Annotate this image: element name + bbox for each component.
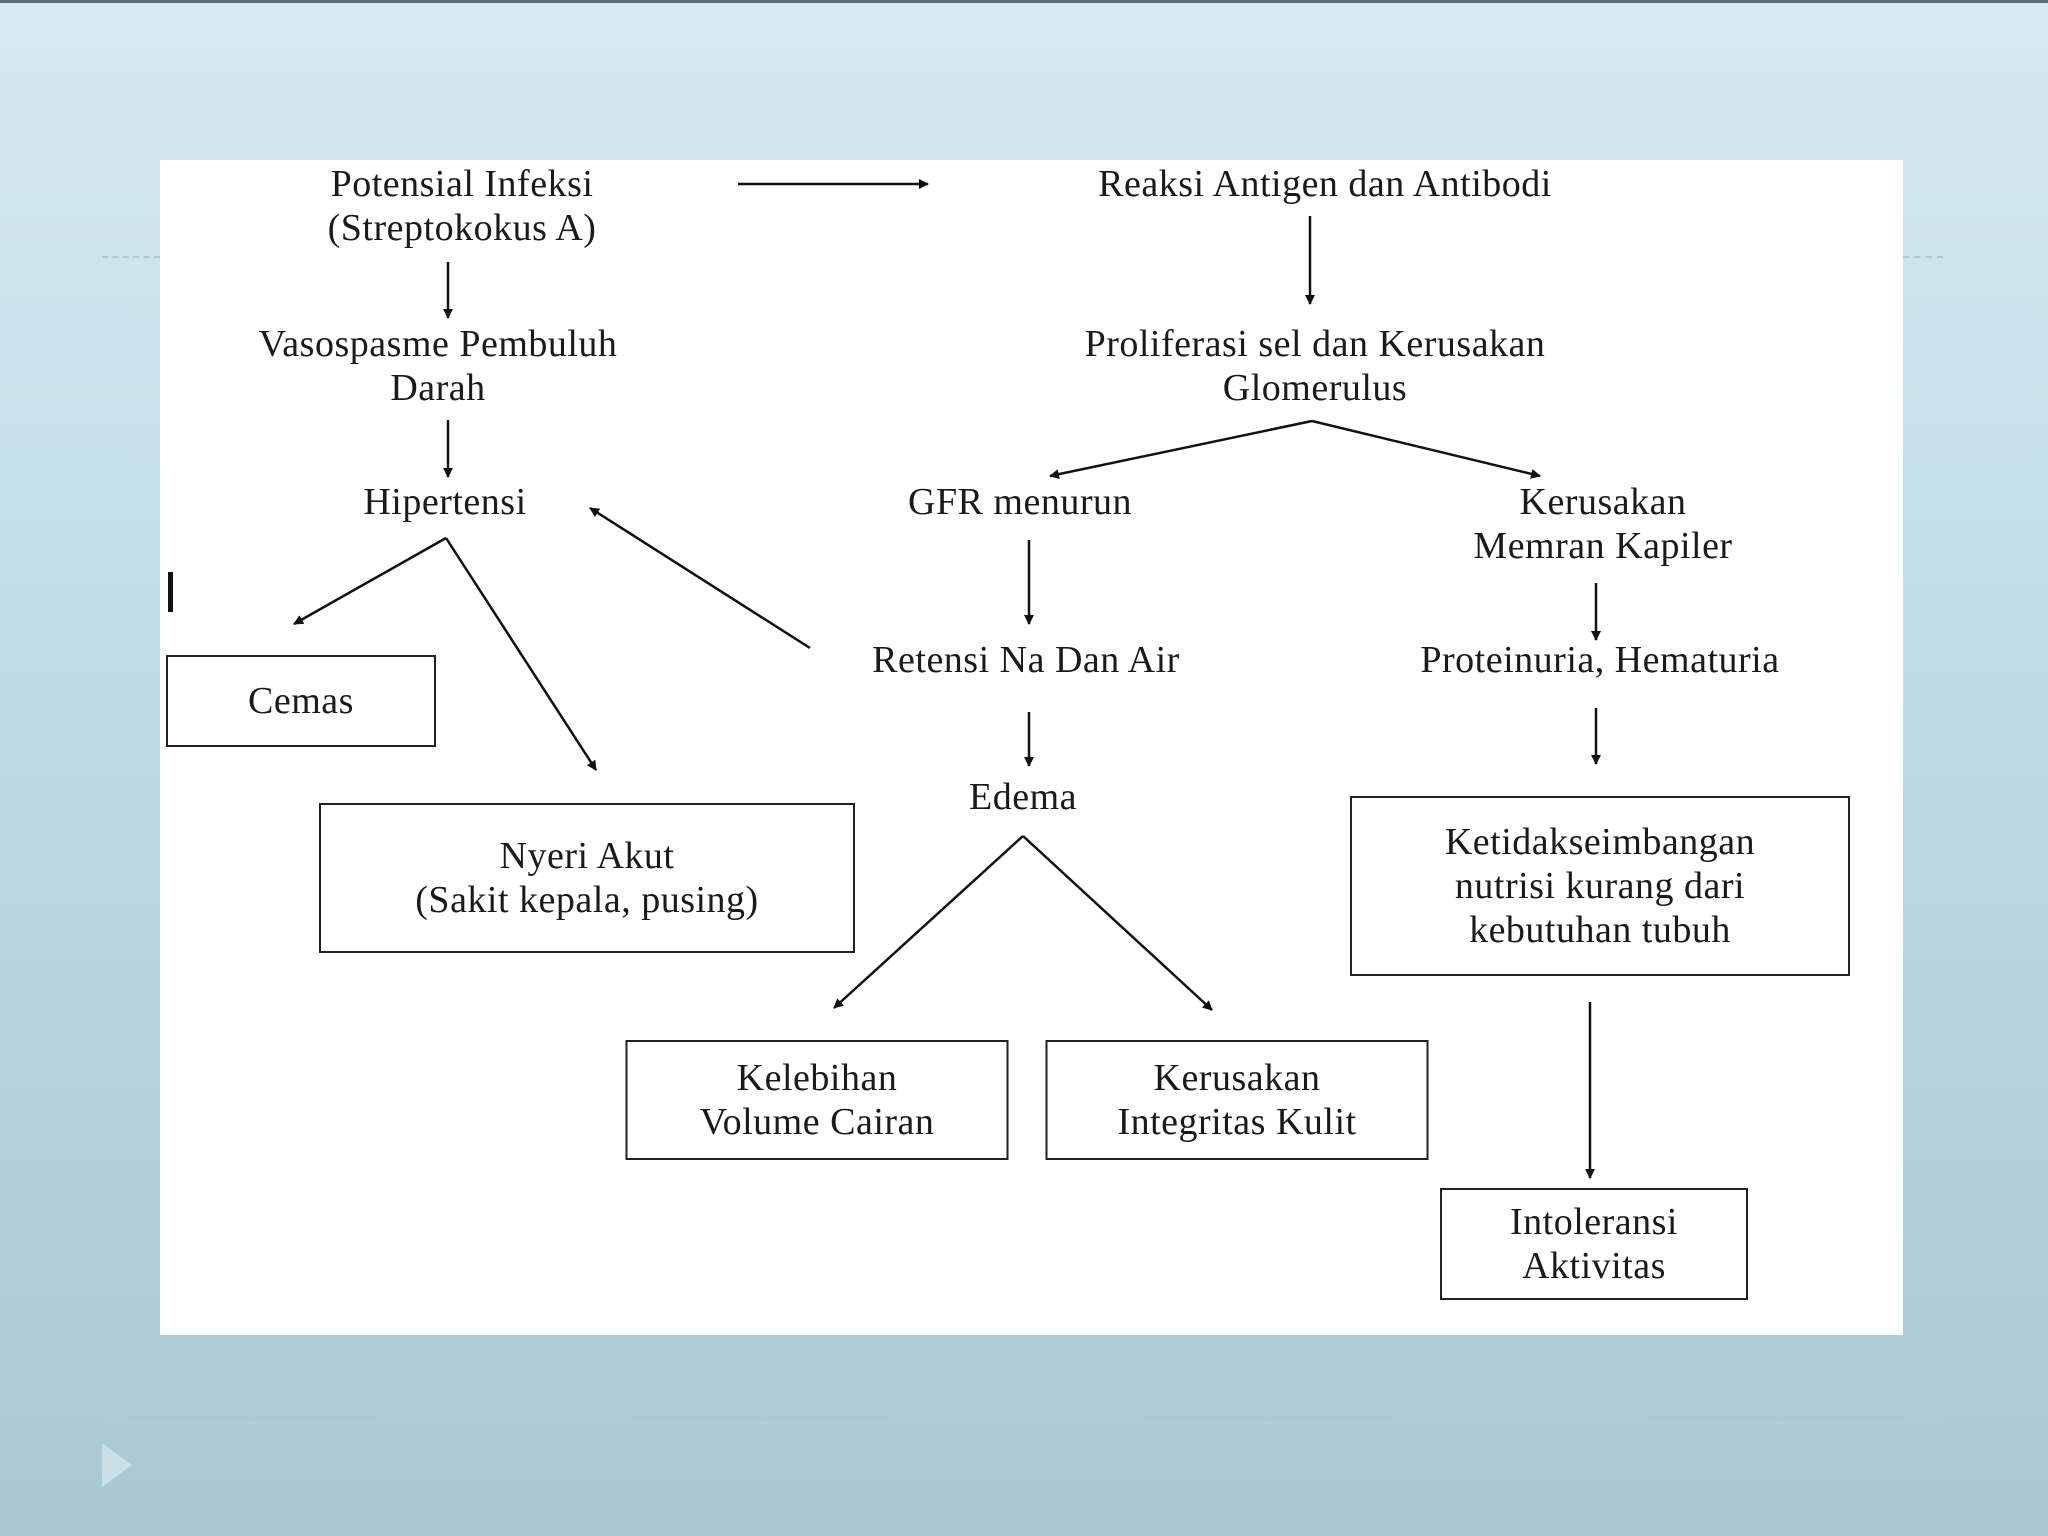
node-proliferasi-line2: Glomerulus bbox=[1222, 367, 1408, 409]
node-potensial-infeksi: Potensial Infeksi (Streptokokus A) bbox=[328, 162, 597, 250]
box-intoleransi: Intoleransi Aktivitas bbox=[1440, 1188, 1748, 1300]
node-gfr-menurun-line1: GFR menurun bbox=[908, 481, 1132, 523]
box-kelebihan-volume-line1: Kelebihan bbox=[736, 1057, 898, 1099]
slide-nav-arrow-icon[interactable] bbox=[102, 1443, 132, 1487]
arrow-hipertensi-to-cemas bbox=[293, 536, 447, 626]
slide-dotted-rule bbox=[102, 1422, 1943, 1424]
node-hipertensi-line1: Hipertensi bbox=[363, 481, 527, 523]
box-nyeri-akut-line1: Nyeri Akut bbox=[499, 835, 675, 877]
box-ketidakseimbangan-line1: Ketidakseimbangan bbox=[1444, 821, 1756, 863]
box-ketidakseimbangan-line3: kebutuhan tubuh bbox=[1469, 909, 1731, 951]
box-cemas-label: Cemas bbox=[248, 680, 354, 722]
box-kerusakan-integritas: Kerusakan Integritas Kulit bbox=[1045, 1040, 1429, 1160]
node-edema-line1: Edema bbox=[968, 776, 1078, 818]
node-proteinuria-line1: Proteinuria, Hematuria bbox=[1420, 639, 1780, 681]
arrow-retensi-to-hipertensi bbox=[589, 506, 811, 650]
box-kerusakan-integritas-line1: Kerusakan bbox=[1153, 1057, 1321, 1099]
box-intoleransi-line2: Aktivitas bbox=[1522, 1245, 1666, 1287]
slide-dashed-rule-right bbox=[1903, 256, 1943, 258]
node-kerusakan-memran-line1: Kerusakan bbox=[1519, 481, 1687, 523]
box-ketidakseimbangan-line2: nutrisi kurang dari bbox=[1454, 865, 1746, 907]
arrow-hipertensi-to-nyeri bbox=[444, 537, 598, 771]
node-gfr-menurun: GFR menurun bbox=[908, 480, 1132, 524]
node-vasospasme-line2: Darah bbox=[390, 367, 486, 409]
node-vasospasme: Vasospasme Pembuluh Darah bbox=[259, 322, 618, 410]
node-potensial-infeksi-line2: (Streptokokus A) bbox=[327, 207, 597, 249]
box-nyeri-akut-line2: (Sakit kepala, pusing) bbox=[415, 879, 759, 921]
box-nyeri-akut: Nyeri Akut (Sakit kepala, pusing) bbox=[319, 803, 855, 953]
node-retensi: Retensi Na Dan Air bbox=[872, 638, 1180, 682]
box-cemas: Cemas bbox=[166, 655, 436, 747]
node-proliferasi: Proliferasi sel dan Kerusakan Glomerulus bbox=[1085, 322, 1546, 410]
node-proteinuria: Proteinuria, Hematuria bbox=[1420, 638, 1779, 682]
box-kelebihan-volume-line2: Volume Cairan bbox=[699, 1101, 935, 1143]
node-potensial-infeksi-line1: Potensial Infeksi bbox=[330, 163, 594, 205]
node-retensi-line1: Retensi Na Dan Air bbox=[872, 639, 1180, 681]
node-kerusakan-memran: Kerusakan Memran Kapiler bbox=[1473, 480, 1732, 568]
box-kerusakan-integritas-line2: Integritas Kulit bbox=[1117, 1101, 1357, 1143]
arrow-proliferasi-to-kerusakan-memran bbox=[1311, 419, 1541, 479]
arrow-edema-to-kelebihan bbox=[833, 835, 1024, 1009]
arrow-proliferasi-to-gfr bbox=[1049, 419, 1313, 480]
box-ketidakseimbangan: Ketidakseimbangan nutrisi kurang dari ke… bbox=[1350, 796, 1850, 976]
node-vasospasme-line1: Vasospasme Pembuluh bbox=[258, 323, 618, 365]
node-edema: Edema bbox=[969, 775, 1077, 819]
stray-text-cursor-mark bbox=[168, 572, 173, 612]
slide-top-border bbox=[0, 0, 2048, 3]
diagram-panel bbox=[160, 160, 1903, 1335]
slide-dashed-rule-left bbox=[102, 256, 160, 258]
node-reaksi-antigen: Reaksi Antigen dan Antibodi bbox=[1098, 162, 1552, 206]
node-hipertensi: Hipertensi bbox=[363, 480, 526, 524]
node-kerusakan-memran-line2: Memran Kapiler bbox=[1473, 525, 1733, 567]
arrow-edema-to-kerusakan-kulit bbox=[1022, 835, 1213, 1011]
node-reaksi-antigen-line1: Reaksi Antigen dan Antibodi bbox=[1098, 163, 1552, 205]
box-kelebihan-volume: Kelebihan Volume Cairan bbox=[625, 1040, 1009, 1160]
node-proliferasi-line1: Proliferasi sel dan Kerusakan bbox=[1084, 323, 1546, 365]
box-intoleransi-line1: Intoleransi bbox=[1509, 1201, 1678, 1243]
